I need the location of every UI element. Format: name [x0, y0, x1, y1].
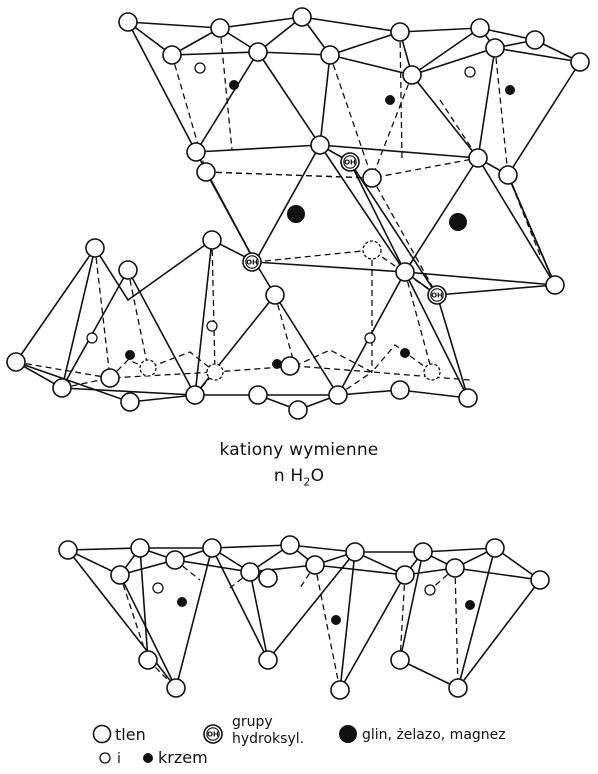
legend-oxygen-icon — [94, 726, 111, 743]
svg-text:OH: OH — [246, 259, 258, 267]
lower-layer — [59, 536, 549, 699]
legend-and-label: i — [117, 751, 121, 767]
lower-silicon-atoms — [177, 597, 475, 625]
svg-text:OH: OH — [431, 292, 443, 300]
water-subscript: 2 — [303, 475, 310, 488]
legend-oh-icon: OH — [204, 725, 222, 743]
water-suffix: O — [311, 466, 325, 486]
lower-oxygen-atoms — [59, 536, 549, 699]
octahedral-sheet-hidden-edges — [206, 172, 540, 295]
legend-large-black-icon — [339, 725, 357, 743]
legend-silicon-label: krzem — [158, 748, 208, 767]
oh-group: OH — [243, 253, 261, 271]
svg-text:OH: OH — [344, 159, 356, 167]
oh-group: OH — [428, 286, 446, 304]
legend-oxygen-label: tlen — [115, 725, 146, 744]
octahedral-sheet-edges — [196, 145, 555, 295]
legend-small-black-icon — [143, 753, 153, 763]
interlayer-caption-line-1: kationy wymienne — [0, 440, 598, 460]
water-prefix: n H — [274, 466, 304, 486]
legend-oxygen: tlen — [94, 725, 146, 744]
legend-octahedral-label: glin, żelazo, magnez — [362, 727, 506, 743]
legend-hydroxyl: OH grupy hydroksyl. — [204, 714, 304, 747]
legend-octahedral-cations: glin, żelazo, magnez — [339, 725, 506, 743]
legend-hydroxyl-label-1: grupy — [232, 714, 273, 730]
lower-sheet-edges — [68, 545, 540, 690]
upper-layer: OH OH OH — [7, 8, 589, 419]
legend-tetrahedral: i krzem — [100, 748, 208, 767]
legend-hydroxyl-label-2: hydroksyl. — [232, 731, 304, 747]
interlayer-caption-line-2: n H2O — [0, 466, 598, 488]
svg-text:OH: OH — [207, 731, 219, 739]
legend: tlen OH grupy hydroksyl. glin, żelazo, m… — [94, 714, 506, 767]
oh-group: OH — [341, 153, 359, 171]
lower-small-open-atoms — [153, 583, 435, 595]
legend-small-open-icon — [100, 753, 110, 763]
